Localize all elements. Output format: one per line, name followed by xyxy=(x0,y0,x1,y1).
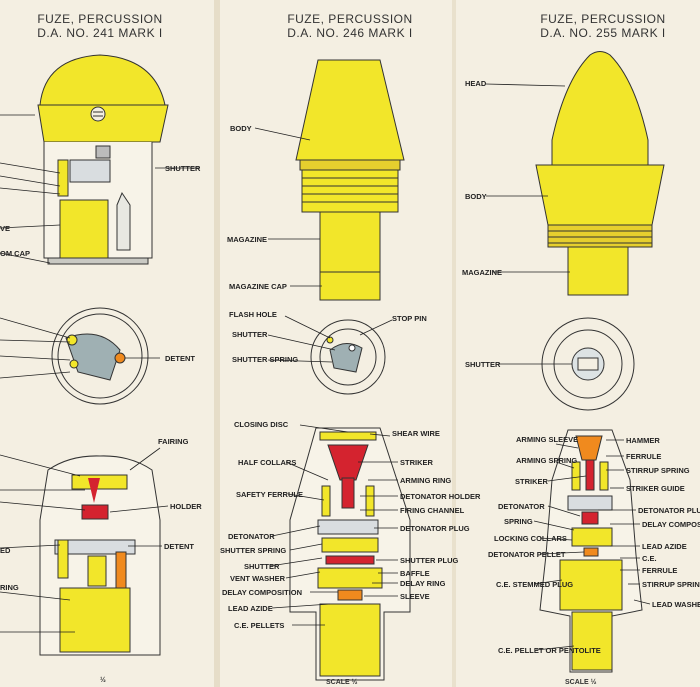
page-fold xyxy=(452,0,456,687)
label: RING xyxy=(0,583,19,592)
scale-label: ½ xyxy=(100,676,106,684)
fuze-255-section xyxy=(539,429,643,673)
label: CLOSING DISC xyxy=(234,420,289,429)
label: HOLDER xyxy=(170,502,202,511)
fuze-255-labels: HEAD BODY MAGAZINE SHUTTER ARMING SLEEVE… xyxy=(462,79,700,686)
fuze-241-labels: SHUTTER VE OM CAP DETENT FAIRING HOLDER … xyxy=(0,164,202,684)
title-line2: D.A. NO. 246 MARK I xyxy=(287,26,413,40)
title-line2: D.A. NO. 255 MARK I xyxy=(540,26,666,40)
label: DETENT xyxy=(164,542,194,551)
fuze-246-plan xyxy=(310,319,386,395)
fuze-246-labels: BODY MAGAZINE MAGAZINE CAP FLASH HOLE ST… xyxy=(220,124,481,686)
label: SHEAR WIRE xyxy=(392,429,440,438)
label: STOP PIN xyxy=(392,314,427,323)
label: STRIKER GUIDE xyxy=(626,484,685,493)
label: HALF COLLARS xyxy=(238,458,296,467)
title-fuze-246: FUZE, PERCUSSION D.A. NO. 246 MARK I xyxy=(270,12,430,40)
label: DETONATOR PLUG xyxy=(638,506,700,515)
fuze-241-leaders xyxy=(0,114,200,633)
scale-label: SCALE ½ xyxy=(326,678,358,686)
label: SHUTTER PLUG xyxy=(400,556,459,565)
label: LEAD WASHER xyxy=(652,600,700,609)
label: FIRING CHANNEL xyxy=(400,506,465,515)
label: HEAD xyxy=(465,79,487,88)
label: SLEEVE xyxy=(400,592,430,601)
label: DETONATOR HOLDER xyxy=(400,492,481,501)
label: MAGAZINE CAP xyxy=(229,282,287,291)
fuze-241-plan xyxy=(51,307,149,405)
label: SHUTTER xyxy=(244,562,280,571)
title-line1: FUZE, PERCUSSION xyxy=(287,12,413,26)
label: ARMING SLEEVE xyxy=(516,435,578,444)
label: FAIRING xyxy=(158,437,189,446)
label: DETENT xyxy=(165,354,195,363)
label: BODY xyxy=(230,124,252,133)
fuze-246-section xyxy=(289,427,411,681)
label: FERRULE xyxy=(642,566,677,575)
label: VE xyxy=(0,224,10,233)
label: DETONATOR xyxy=(228,532,275,541)
label: DETONATOR xyxy=(498,502,545,511)
label: C.E. xyxy=(642,554,657,563)
label: HAMMER xyxy=(626,436,660,445)
label: DELAY COMPOSITION xyxy=(642,520,700,529)
label: DETONATOR PLUG xyxy=(400,524,470,533)
fuze-241-lower-section xyxy=(39,455,161,656)
label: BODY xyxy=(465,192,487,201)
label: SAFETY FERRULE xyxy=(236,490,303,499)
label: MAGAZINE xyxy=(462,268,502,277)
fuze-241-section xyxy=(43,142,153,265)
label: LEAD AZIDE xyxy=(228,604,273,613)
title-fuze-255: FUZE, PERCUSSION D.A. NO. 255 MARK I xyxy=(523,12,683,40)
label: VENT WASHER xyxy=(230,574,286,583)
label: SHUTTER xyxy=(165,164,201,173)
label: C.E. STEMMED PLUG xyxy=(496,580,573,589)
label: FERRULE xyxy=(626,452,661,461)
fuze-246-leaders xyxy=(254,127,398,626)
fuze-255-external xyxy=(535,51,665,296)
title-line1: FUZE, PERCUSSION xyxy=(37,12,163,26)
label: ARMING SPRING xyxy=(516,456,577,465)
label: STRIKER xyxy=(515,477,549,486)
label: DELAY COMPOSITION xyxy=(222,588,302,597)
fuze-255-leaders xyxy=(485,83,651,651)
label: STIRRUP SPRING xyxy=(642,580,700,589)
label: ED xyxy=(0,546,11,555)
label: FLASH HOLE xyxy=(229,310,277,319)
page-fold xyxy=(214,0,220,687)
label: LOCKING COLLARS xyxy=(494,534,567,543)
fuze-241-external xyxy=(37,54,169,143)
label: SHUTTER xyxy=(232,330,268,339)
label: C.E. PELLETS xyxy=(234,621,284,630)
label: DELAY RING xyxy=(400,579,446,588)
fuze-246-external xyxy=(295,59,405,301)
label: SHUTTER SPRING xyxy=(232,355,298,364)
title-line2: D.A. NO. 241 MARK I xyxy=(37,26,163,40)
label: SHUTTER SPRING xyxy=(220,546,286,555)
label: BAFFLE xyxy=(400,569,430,578)
scale-label: SCALE ½ xyxy=(565,678,597,686)
label: SPRING xyxy=(504,517,533,526)
label: DETONATOR PELLET xyxy=(488,550,566,559)
title-fuze-241: FUZE, PERCUSSION D.A. NO. 241 MARK I xyxy=(20,12,180,40)
label: MAGAZINE xyxy=(227,235,267,244)
label: LEAD AZIDE xyxy=(642,542,687,551)
label: OM CAP xyxy=(0,249,30,258)
label: SHUTTER xyxy=(465,360,501,369)
title-line1: FUZE, PERCUSSION xyxy=(540,12,666,26)
label: STIRRUP SPRING xyxy=(626,466,690,475)
label: STRIKER xyxy=(400,458,434,467)
label: C.E. PELLET OR PENTOLITE xyxy=(498,646,601,655)
label: ARMING RING xyxy=(400,476,451,485)
